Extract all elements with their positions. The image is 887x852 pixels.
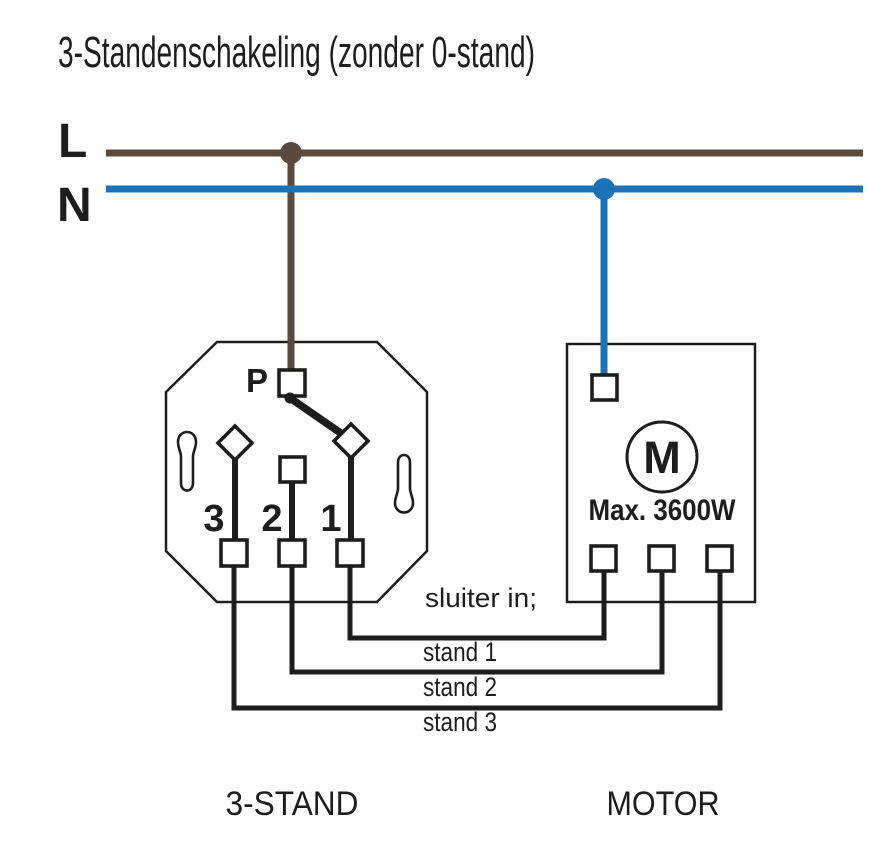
- label-stand-2: stand 2: [423, 672, 497, 702]
- label-stand-3: stand 3: [423, 707, 497, 737]
- neutral-label: N: [57, 179, 92, 232]
- diagram-title: 3-Standenschakeling (zonder 0-stand): [58, 28, 535, 77]
- live-junction-dot: [280, 142, 302, 164]
- motor-terminal-3: [705, 544, 734, 573]
- caption-motor: MOTOR: [607, 785, 720, 823]
- caption-switch: 3-STAND: [226, 785, 359, 823]
- motor-symbol-circle: [625, 420, 699, 494]
- mounting-slot-left: [176, 430, 198, 492]
- live-label: L: [58, 115, 87, 168]
- contact-square-2: [278, 455, 307, 484]
- terminal-label-3: 3: [203, 498, 224, 540]
- terminal-label-1: 1: [320, 498, 341, 540]
- label-sluiter-in: sluiter in;: [425, 583, 537, 613]
- wire-stand-3: [231, 566, 723, 711]
- motor-symbol-label: M: [643, 432, 681, 483]
- neutral-junction-dot: [593, 178, 615, 200]
- switch-terminal-1: [335, 538, 365, 568]
- motor-rating: Max. 3600W: [589, 494, 737, 527]
- motor-terminal-1: [589, 544, 618, 573]
- wire-stand-1: [347, 566, 607, 641]
- switch-terminal-p: [277, 368, 307, 398]
- switch-terminal-3: [219, 538, 249, 568]
- terminal-label-2: 2: [261, 498, 282, 540]
- label-stand-1: stand 1: [423, 637, 497, 667]
- wire-stand-2: [289, 566, 665, 675]
- switch-pivot-dot: [284, 392, 296, 404]
- switch-arm: [286, 394, 349, 440]
- contact-diamond-1: [331, 421, 371, 461]
- motor-terminal-top: [590, 373, 619, 402]
- contact-diamond-3: [215, 423, 255, 463]
- mounting-slot-right: [393, 453, 415, 514]
- switch-terminal-2: [277, 538, 307, 568]
- feed-terminal-label: P: [246, 362, 268, 399]
- motor-terminal-2: [647, 544, 676, 573]
